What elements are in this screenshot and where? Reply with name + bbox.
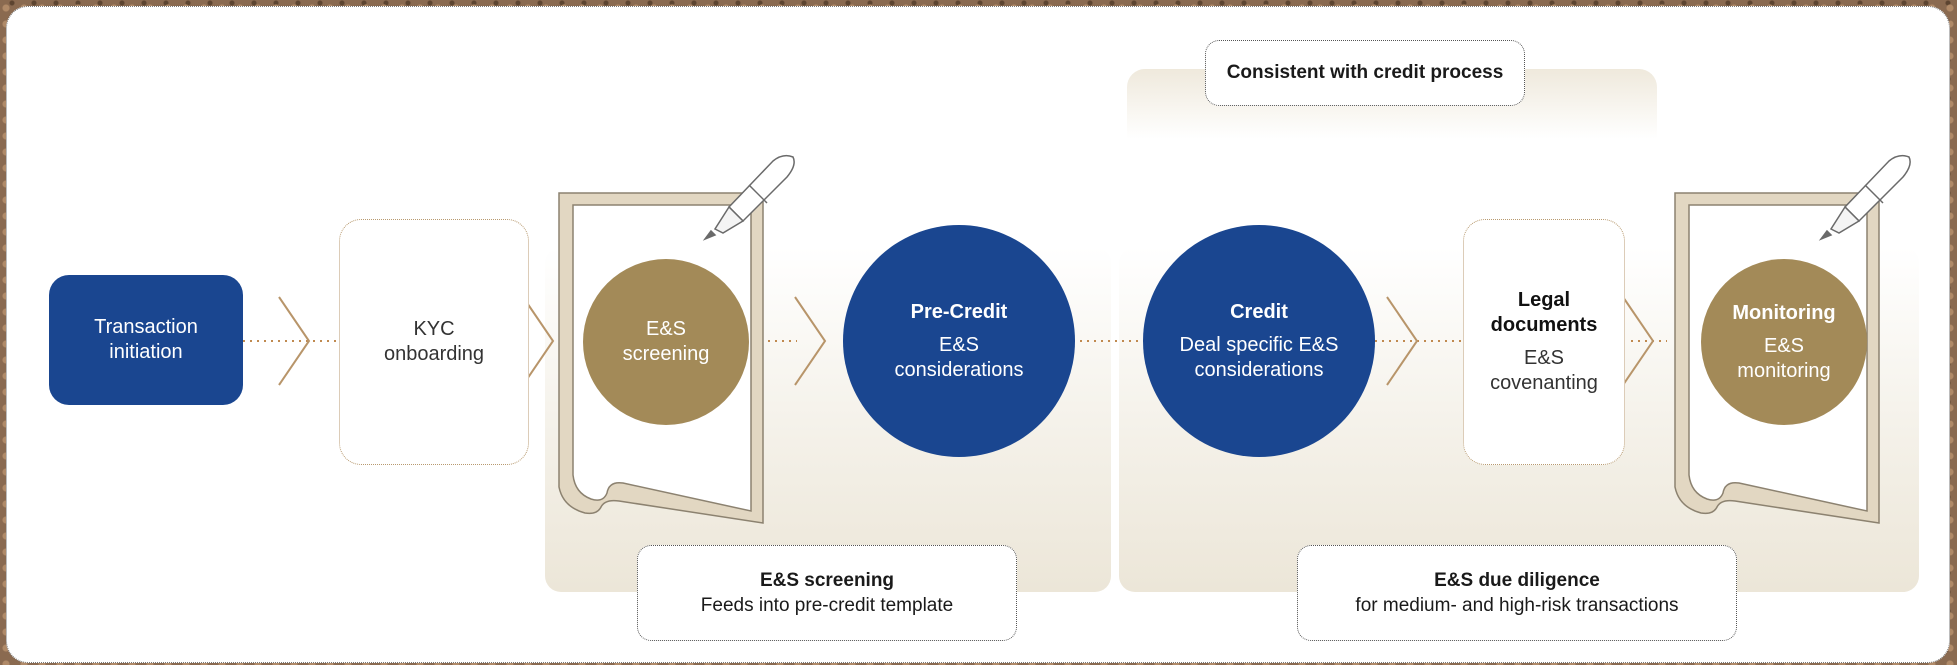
chevron-right-icon <box>1622 296 1655 386</box>
legal-documents-title: Legal documents <box>1490 289 1598 336</box>
pre-credit-node: Pre-Credit E&S considerations <box>843 225 1075 457</box>
es-screening-label: E&S screening <box>622 318 710 365</box>
chevron-right-icon <box>522 296 555 386</box>
chevron-right-icon <box>278 296 311 386</box>
es-screening-phase-label: E&S screening Feeds into pre-credit temp… <box>637 545 1017 641</box>
monitoring-subtitle: E&S monitoring <box>1737 334 1831 382</box>
legal-documents-node: Legal documents E&S covenanting <box>1463 219 1625 465</box>
monitoring-title: Monitoring <box>1732 301 1836 324</box>
monitoring-node: Monitoring E&S monitoring <box>1701 259 1867 425</box>
legal-documents-subtitle: E&S covenanting <box>1490 347 1598 394</box>
kyc-onboarding-label: KYC onboarding <box>383 318 485 365</box>
chevron-right-icon <box>1386 296 1419 386</box>
es-due-diligence-phase-title: E&S due diligence <box>1434 569 1600 591</box>
es-due-diligence-phase-label: E&S due diligence for medium- and high-r… <box>1297 545 1737 641</box>
consistent-credit-note-text: Consistent with credit process <box>1226 62 1504 83</box>
es-screening-phase-title: E&S screening <box>759 569 895 591</box>
pre-credit-subtitle: E&S considerations <box>894 333 1024 381</box>
credit-subtitle: Deal specific E&S considerations <box>1179 333 1339 381</box>
transaction-initiation-node: Transaction initiation <box>49 275 243 405</box>
es-screening-node: E&S screening <box>583 259 749 425</box>
credit-node: Credit Deal specific E&S considerations <box>1143 225 1375 457</box>
pre-credit-title: Pre-Credit <box>910 300 1008 323</box>
credit-title: Credit <box>1230 300 1288 323</box>
transaction-initiation-label: Transaction initiation <box>94 316 198 363</box>
fountain-pen-icon <box>1818 154 1911 241</box>
chevron-right-icon <box>794 296 827 386</box>
fountain-pen-icon <box>702 154 795 241</box>
es-screening-phase-subtitle: Feeds into pre-credit template <box>700 594 954 616</box>
consistent-credit-note: Consistent with credit process <box>1205 40 1525 106</box>
process-panel: Consistent with credit process <box>6 6 1950 663</box>
kyc-onboarding-node: KYC onboarding <box>339 219 529 465</box>
es-due-diligence-phase-subtitle: for medium- and high-risk transactions <box>1355 594 1679 616</box>
